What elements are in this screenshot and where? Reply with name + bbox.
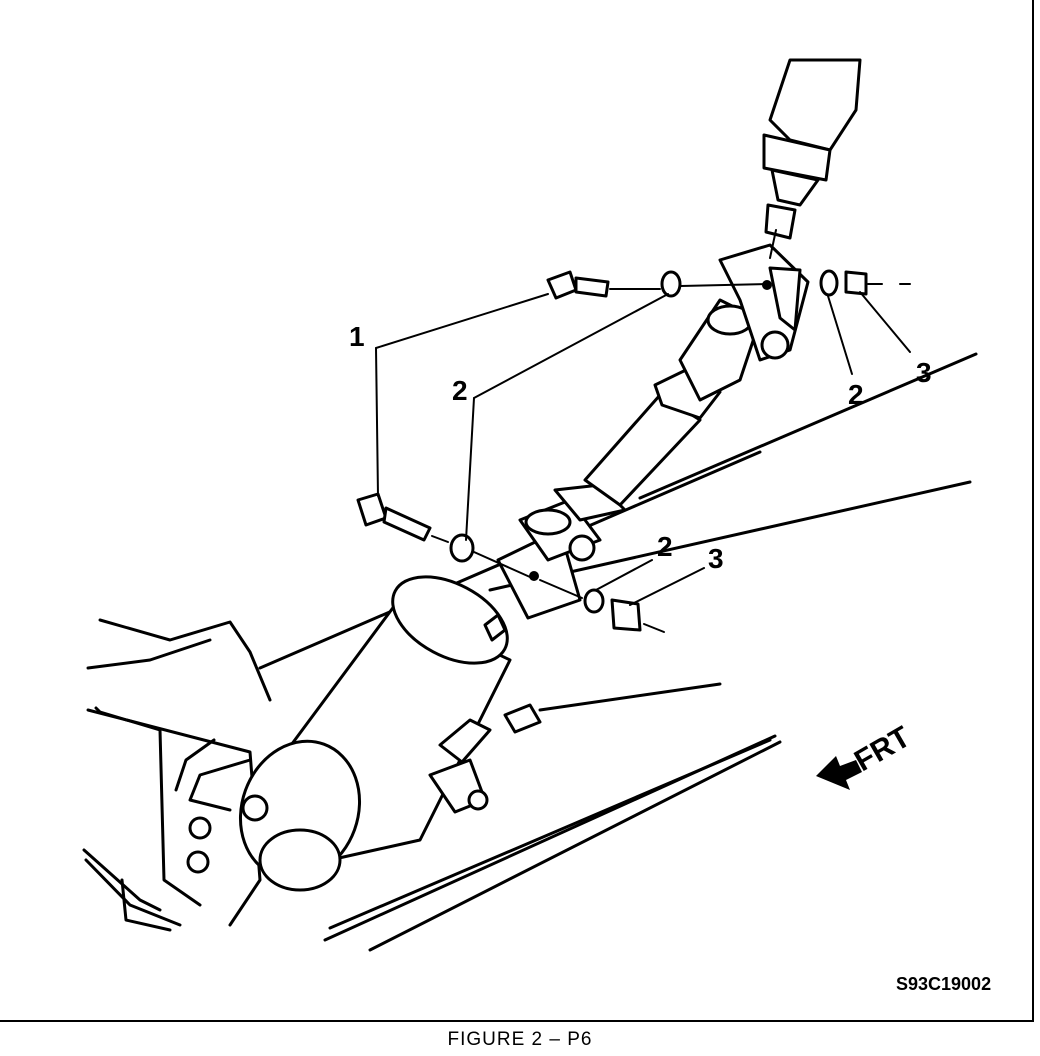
- callout-2-upper-right: 2: [848, 379, 864, 410]
- steering-gear: [186, 575, 542, 892]
- callout-3-upper-right: 3: [916, 357, 932, 388]
- front-direction-arrow: [816, 756, 862, 790]
- lower-u-joint: [496, 483, 627, 620]
- leader-lines: [375, 291, 911, 606]
- callout-1: 1: [349, 321, 365, 352]
- callout-2-upper-left: 2: [452, 375, 468, 406]
- frame-rail-lines: [82, 352, 978, 952]
- lower-fasteners: [356, 492, 665, 633]
- upper-fasteners: [546, 269, 911, 300]
- callout-3-lower: 3: [708, 543, 724, 574]
- figure-code: S93C19002: [896, 974, 991, 994]
- callout-2-lower: 2: [657, 531, 673, 562]
- figure-frame: [0, 0, 1034, 1022]
- intermediate-shaft: [583, 366, 722, 507]
- steering-column: [762, 58, 862, 259]
- figure-caption: FIGURE 2 – P6: [447, 1029, 593, 1050]
- upper-u-joint: [678, 243, 810, 402]
- steering-shaft-diagram: 1 2 2 3 2 3 FRT S93C19002: [82, 58, 991, 994]
